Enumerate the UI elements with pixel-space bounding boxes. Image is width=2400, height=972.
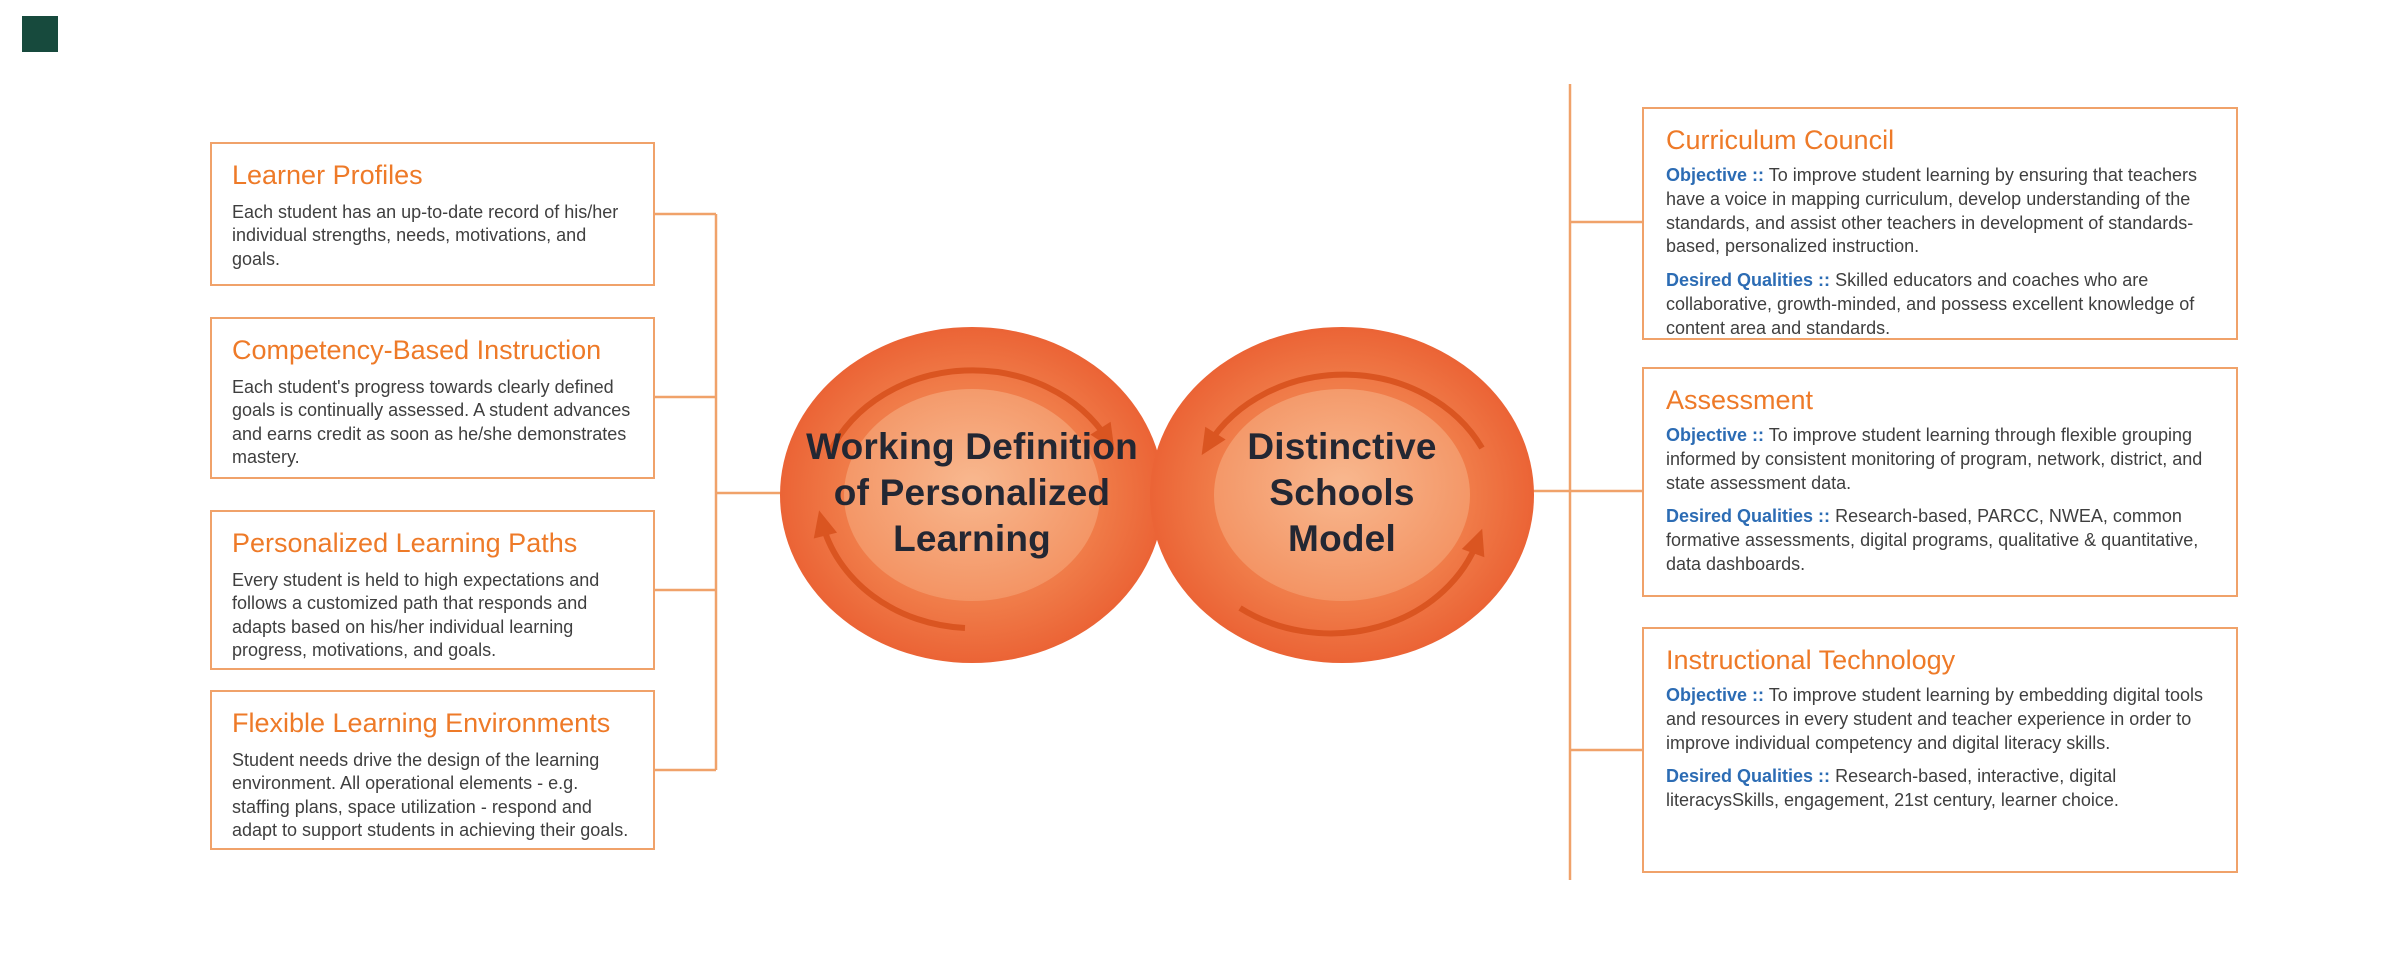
- right-lobe-line-2: Schools: [1269, 471, 1415, 513]
- qualities-text: Skilled educators and coaches who are co…: [1666, 270, 2195, 338]
- objective-paragraph: Objective :: To improve student learning…: [1666, 424, 2214, 495]
- qualities-text: Research-based, interactive, digital lit…: [1666, 766, 2119, 811]
- right-box-title: Curriculum Council: [1666, 125, 1895, 155]
- qualities-paragraph: Desired Qualities :: Research-based, PAR…: [1666, 505, 2214, 576]
- objective-label: Objective ::: [1666, 685, 1765, 706]
- left-box-body: Student needs drive the design of the le…: [232, 750, 629, 841]
- qualities-label: Desired Qualities ::: [1666, 270, 1831, 291]
- right-lobe-label: Distinctive Schools Model: [1192, 424, 1492, 562]
- left-lobe-line-2: of Personalized: [833, 471, 1111, 513]
- left-box-body: Each student's progress towards clearly …: [232, 377, 631, 468]
- left-box-title: Learner Profiles: [232, 160, 423, 190]
- right-box-title: Instructional Technology: [1666, 645, 1956, 675]
- objective-paragraph: Objective :: To improve student learning…: [1666, 684, 2214, 755]
- flow-arrows: [813, 367, 1485, 637]
- left-box-body: Every student is held to high expectatio…: [232, 570, 600, 661]
- right-box-title: Assessment: [1666, 385, 1814, 415]
- left-box-title: Competency-Based Instruction: [232, 335, 602, 365]
- left-lobe-line-1: Working Definition: [806, 426, 1138, 467]
- qualities-text: Research-based, PARCC, NWEA, common form…: [1666, 506, 2199, 574]
- qualities-label: Desired Qualities ::: [1666, 506, 1831, 527]
- infinity-shape: [780, 327, 1534, 663]
- right-connectors: [1520, 84, 1642, 880]
- objective-paragraph: Objective :: To improve student learning…: [1666, 164, 2214, 259]
- left-connectors: [655, 212, 800, 772]
- right-lobe-bottom-arrow: [1238, 528, 1485, 637]
- right-box-assessment: Assessment Objective :: To improve stude…: [1642, 367, 2238, 597]
- corner-mark: [22, 16, 58, 52]
- qualities-paragraph: Desired Qualities :: Research-based, int…: [1666, 765, 2214, 813]
- right-box-instructional-technology: Instructional Technology Objective :: To…: [1642, 627, 2238, 873]
- right-lobe-inner: [1214, 389, 1470, 601]
- left-box-personalized-learning-paths: Personalized Learning Paths Every studen…: [210, 510, 655, 670]
- qualities-paragraph: Desired Qualities :: Skilled educators a…: [1666, 269, 2214, 338]
- right-lobe-line-3: Model: [1288, 517, 1396, 559]
- left-box-body: Each student has an up-to-date record of…: [232, 202, 619, 269]
- objective-text: To improve student learning by ensuring …: [1666, 165, 2197, 257]
- qualities-label: Desired Qualities ::: [1666, 766, 1831, 787]
- objective-label: Objective ::: [1666, 425, 1765, 446]
- left-box-title: Flexible Learning Environments: [232, 708, 611, 738]
- left-lobe-top-arrow: [827, 367, 1115, 454]
- left-lobe-inner: [844, 389, 1100, 601]
- left-box-learner-profiles: Learner Profiles Each student has an up-…: [210, 142, 655, 286]
- left-box-title: Personalized Learning Paths: [232, 528, 578, 558]
- objective-text: To improve student learning by embedding…: [1666, 685, 2203, 753]
- left-lobe-bottom-arrow: [813, 510, 966, 631]
- right-lobe-line-1: Distinctive: [1247, 426, 1437, 467]
- left-lobe-line-3: Learning: [893, 517, 1051, 559]
- left-lobe-label: Working Definition of Personalized Learn…: [782, 424, 1162, 562]
- right-lobe-top-arrow: [1201, 371, 1485, 456]
- objective-text: To improve student learning through flex…: [1666, 425, 2203, 493]
- left-box-flexible-learning-environments: Flexible Learning Environments Student n…: [210, 690, 655, 850]
- objective-label: Objective ::: [1666, 165, 1765, 186]
- left-box-competency-based-instruction: Competency-Based Instruction Each studen…: [210, 317, 655, 479]
- right-box-curriculum-council: Curriculum Council Objective :: To impro…: [1642, 107, 2238, 340]
